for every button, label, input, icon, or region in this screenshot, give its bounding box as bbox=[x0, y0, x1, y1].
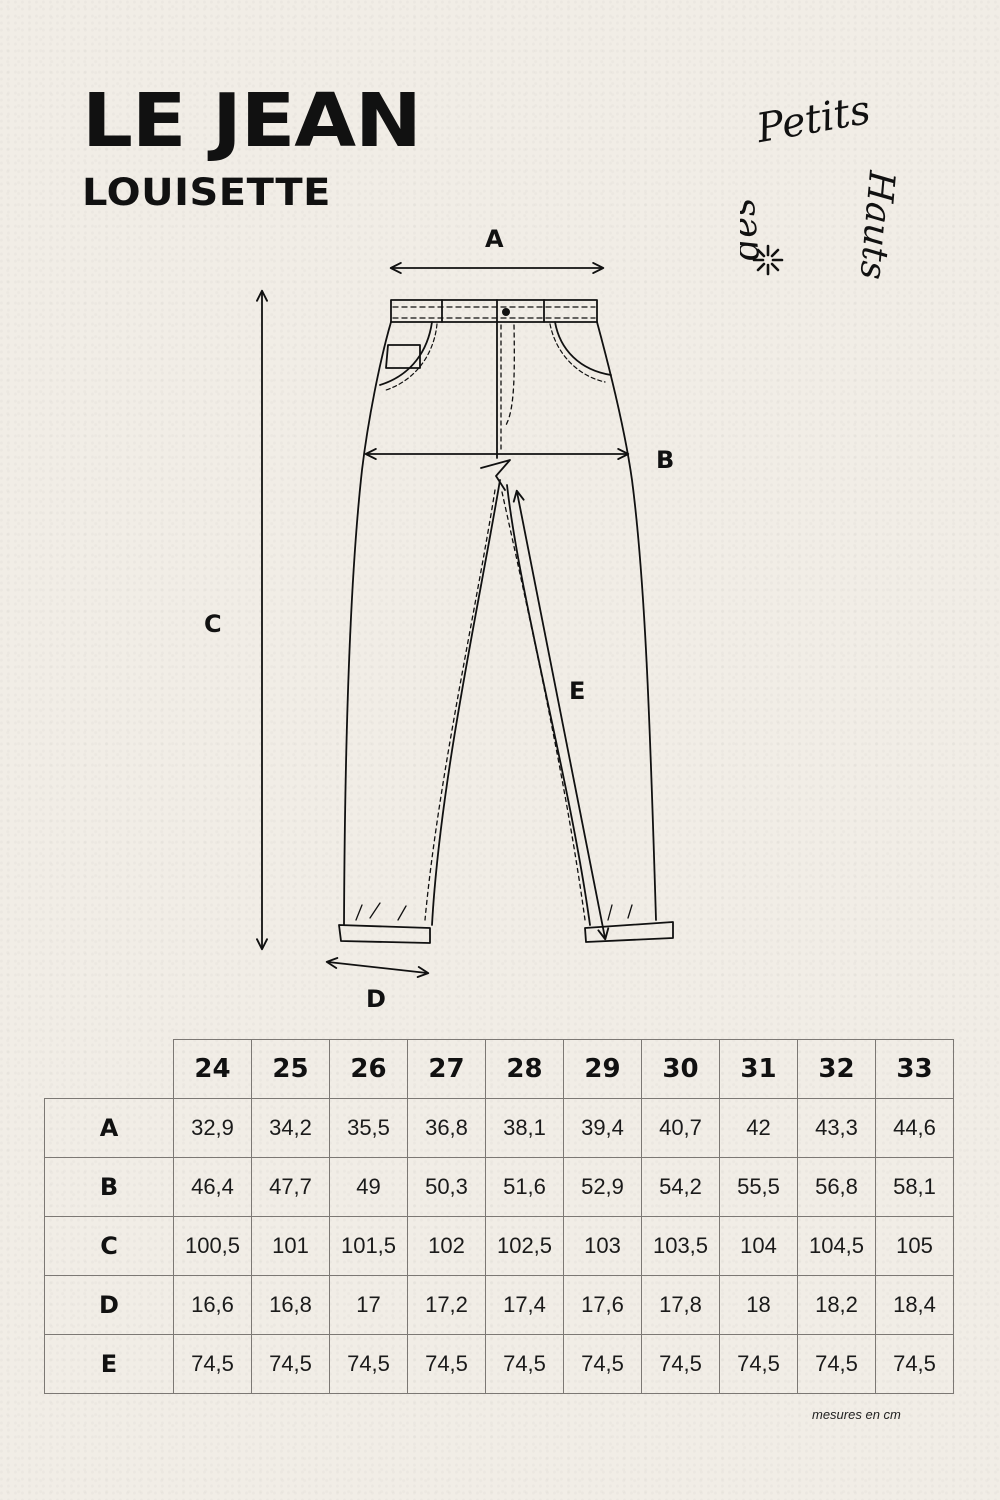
table-cell: 74,5 bbox=[407, 1334, 486, 1394]
table-cell: 56,8 bbox=[797, 1157, 876, 1217]
table-row: D 16,6 16,8 17 17,2 17,4 17,6 17,8 18 18… bbox=[44, 1275, 954, 1335]
table-cell: 32,9 bbox=[173, 1098, 252, 1158]
left-inner-leg bbox=[431, 479, 501, 926]
table-cell: 43,3 bbox=[797, 1098, 876, 1158]
table-cell: 17,8 bbox=[641, 1275, 720, 1335]
table-cell: 18,2 bbox=[797, 1275, 876, 1335]
left-hem bbox=[338, 924, 431, 944]
table-cell: 34,2 bbox=[251, 1098, 330, 1158]
table-corner bbox=[44, 1039, 174, 1099]
row-label: E bbox=[44, 1334, 174, 1394]
size-header-row: 24 25 26 27 28 29 30 31 32 33 bbox=[44, 1039, 954, 1099]
dimension-label-b: B bbox=[656, 446, 675, 474]
table-cell: 104,5 bbox=[797, 1216, 876, 1276]
table-cell: 74,5 bbox=[329, 1334, 408, 1394]
table-cell: 55,5 bbox=[719, 1157, 798, 1217]
row-label: C bbox=[44, 1216, 174, 1276]
size-header: 30 bbox=[641, 1039, 720, 1099]
table-cell: 16,8 bbox=[251, 1275, 330, 1335]
size-chart-table: 24 25 26 27 28 29 30 31 32 33 A 32,9 34,… bbox=[44, 1039, 954, 1394]
dimension-label-d: D bbox=[366, 985, 386, 1013]
table-cell: 50,3 bbox=[407, 1157, 486, 1217]
table-cell: 74,5 bbox=[563, 1334, 642, 1394]
size-header: 26 bbox=[329, 1039, 408, 1099]
table-cell: 58,1 bbox=[875, 1157, 954, 1217]
table-row: B 46,4 47,7 49 50,3 51,6 52,9 54,2 55,5 … bbox=[44, 1157, 954, 1217]
units-note: mesures en cm bbox=[812, 1407, 901, 1422]
size-header: 24 bbox=[173, 1039, 252, 1099]
table-cell: 74,5 bbox=[485, 1334, 564, 1394]
table-cell: 17,2 bbox=[407, 1275, 486, 1335]
table-cell: 74,5 bbox=[797, 1334, 876, 1394]
table-cell: 42 bbox=[719, 1098, 798, 1158]
left-leg-outline bbox=[343, 321, 392, 926]
size-header: 25 bbox=[251, 1039, 330, 1099]
table-cell: 102,5 bbox=[485, 1216, 564, 1276]
right-inner-leg bbox=[506, 484, 591, 926]
row-label: A bbox=[44, 1098, 174, 1158]
table-cell: 36,8 bbox=[407, 1098, 486, 1158]
table-cell: 44,6 bbox=[875, 1098, 954, 1158]
table-cell: 51,6 bbox=[485, 1157, 564, 1217]
dimension-label-e: E bbox=[569, 677, 586, 705]
size-header: 28 bbox=[485, 1039, 564, 1099]
size-header: 29 bbox=[563, 1039, 642, 1099]
dimension-e-arrow bbox=[512, 489, 610, 941]
dimension-d-arrow bbox=[325, 957, 430, 978]
sparkle-icon bbox=[752, 244, 784, 276]
table-cell: 49 bbox=[329, 1157, 408, 1217]
table-cell: 35,5 bbox=[329, 1098, 408, 1158]
product-name: LOUISETTE bbox=[82, 171, 331, 214]
brand-logo: Petits des Hauts bbox=[740, 90, 902, 281]
table-cell: 40,7 bbox=[641, 1098, 720, 1158]
size-header: 32 bbox=[797, 1039, 876, 1099]
page-title: LE JEAN bbox=[82, 78, 422, 164]
table-cell: 102 bbox=[407, 1216, 486, 1276]
table-cell: 39,4 bbox=[563, 1098, 642, 1158]
dimension-label-c: C bbox=[204, 610, 222, 638]
table-cell: 18,4 bbox=[875, 1275, 954, 1335]
table-cell: 74,5 bbox=[719, 1334, 798, 1394]
table-cell: 17 bbox=[329, 1275, 408, 1335]
table-cell: 105 bbox=[875, 1216, 954, 1276]
right-hem bbox=[584, 921, 674, 943]
waistband bbox=[390, 299, 598, 323]
row-label: D bbox=[44, 1275, 174, 1335]
table-cell: 54,2 bbox=[641, 1157, 720, 1217]
table-cell: 100,5 bbox=[173, 1216, 252, 1276]
table-cell: 52,9 bbox=[563, 1157, 642, 1217]
table-cell: 103 bbox=[563, 1216, 642, 1276]
table-cell: 17,6 bbox=[563, 1275, 642, 1335]
table-cell: 47,7 bbox=[251, 1157, 330, 1217]
table-cell: 46,4 bbox=[173, 1157, 252, 1217]
size-header: 31 bbox=[719, 1039, 798, 1099]
logo-word-des: des bbox=[740, 197, 768, 263]
dimension-label-a: A bbox=[485, 225, 504, 253]
jeans-diagram bbox=[256, 262, 674, 978]
table-cell: 17,4 bbox=[485, 1275, 564, 1335]
row-label: B bbox=[44, 1157, 174, 1217]
size-header: 33 bbox=[875, 1039, 954, 1099]
logo-word-hauts: Hauts bbox=[852, 168, 902, 281]
table-row: E 74,5 74,5 74,5 74,5 74,5 74,5 74,5 74,… bbox=[44, 1334, 954, 1394]
table-row: A 32,9 34,2 35,5 36,8 38,1 39,4 40,7 42 … bbox=[44, 1098, 954, 1158]
table-cell: 74,5 bbox=[173, 1334, 252, 1394]
table-cell: 103,5 bbox=[641, 1216, 720, 1276]
table-cell: 101,5 bbox=[329, 1216, 408, 1276]
table-cell: 18 bbox=[719, 1275, 798, 1335]
table-cell: 74,5 bbox=[875, 1334, 954, 1394]
table-cell: 74,5 bbox=[251, 1334, 330, 1394]
size-header: 27 bbox=[407, 1039, 486, 1099]
table-cell: 16,6 bbox=[173, 1275, 252, 1335]
table-cell: 74,5 bbox=[641, 1334, 720, 1394]
table-cell: 101 bbox=[251, 1216, 330, 1276]
table-row: C 100,5 101 101,5 102 102,5 103 103,5 10… bbox=[44, 1216, 954, 1276]
table-cell: 38,1 bbox=[485, 1098, 564, 1158]
table-cell: 104 bbox=[719, 1216, 798, 1276]
right-leg-outline bbox=[596, 321, 657, 921]
